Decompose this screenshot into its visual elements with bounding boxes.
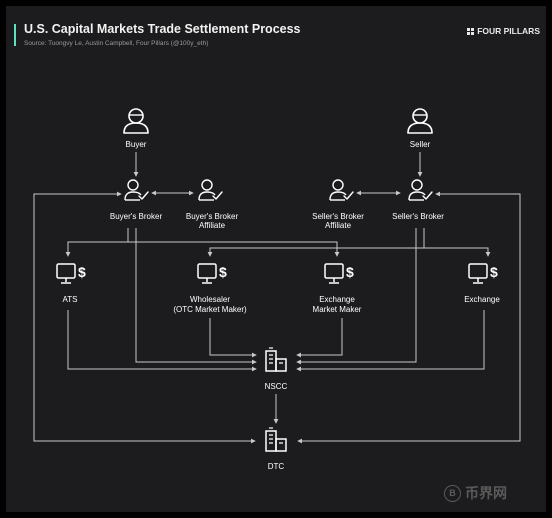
sellers-affiliate-user-check-icon — [329, 179, 354, 201]
label-sellers-broker: Seller's Broker — [392, 212, 444, 221]
watermark-logo-icon: B — [444, 484, 461, 502]
page-title: U.S. Capital Markets Trade Settlement Pr… — [24, 22, 301, 36]
label-wholesaler-line2: (OTC Market Maker) — [173, 305, 247, 314]
label-exchange-mm-line2: Market Maker — [313, 305, 362, 314]
edge-seller-dtc — [297, 191, 521, 444]
edge-ats-nscc — [67, 310, 257, 372]
label-exchange-mm-line1: Exchange — [319, 295, 355, 304]
edge-buyer-dtc — [33, 191, 256, 444]
label-buyer: Buyer — [126, 140, 147, 149]
node-wholesaler: Wholesaler (OTC Market Maker) — [173, 263, 247, 314]
label-buyers-affiliate-line2: Affiliate — [199, 221, 226, 230]
seller-user-icon — [407, 108, 433, 134]
page-subtitle: Source: Tuongvy Le, Austin Campbell, Fou… — [24, 40, 209, 47]
node-buyer: Buyer — [123, 108, 149, 149]
edge-seller-bus — [207, 228, 425, 257]
edge-exchange-nscc — [296, 310, 485, 372]
buyer-user-icon — [123, 108, 149, 134]
watermark: B 币界网 — [444, 483, 507, 503]
edge-seller-bus-right — [424, 247, 491, 257]
brand-logo: FOUR PILLARS — [467, 26, 540, 36]
label-buyers-broker: Buyer's Broker — [110, 212, 163, 221]
node-exchange: Exchange — [464, 263, 500, 304]
node-sellers-broker-affiliate: Seller's Broker Affiliate — [312, 179, 364, 230]
exchange-mm-monitor-dollar-icon — [324, 263, 355, 284]
diagram-card — [6, 6, 546, 512]
label-seller: Seller — [410, 140, 431, 149]
label-ats: ATS — [63, 295, 78, 304]
label-sellers-affiliate-line1: Seller's Broker — [312, 212, 364, 221]
sellers-broker-user-check-icon — [408, 179, 433, 201]
edge-seller-nscc — [296, 228, 417, 365]
node-seller: Seller — [407, 108, 433, 149]
node-buyers-broker: Buyer's Broker — [110, 179, 163, 221]
buyers-broker-user-check-icon — [124, 179, 149, 201]
label-exchange: Exchange — [464, 295, 500, 304]
label-buyers-affiliate-line1: Buyer's Broker — [186, 212, 239, 221]
label-nscc: NSCC — [265, 382, 288, 391]
watermark-text: 币界网 — [465, 485, 507, 501]
node-buyers-broker-affiliate: Buyer's Broker Affiliate — [186, 179, 239, 230]
nscc-building-icon — [265, 347, 287, 372]
edge-buyer-nscc — [135, 228, 257, 365]
edge-buyer-bus-right — [128, 241, 340, 257]
node-sellers-broker: Seller's Broker — [392, 179, 444, 221]
wholesaler-monitor-dollar-icon — [197, 263, 228, 284]
edge-wholesaler-nscc — [209, 318, 257, 358]
node-exchange-market-maker: Exchange Market Maker — [313, 263, 362, 314]
node-ats: ATS — [56, 263, 87, 304]
ats-monitor-dollar-icon — [56, 263, 87, 284]
dtc-building-icon — [265, 427, 287, 452]
node-nscc: NSCC — [265, 347, 288, 391]
edge-buyer-bus — [65, 228, 129, 257]
exchange-monitor-dollar-icon — [468, 263, 499, 284]
accent-bar — [14, 24, 16, 46]
node-dtc: DTC — [265, 427, 287, 471]
edge-exchange-mm-nscc — [296, 318, 343, 358]
four-pillars-icon — [467, 27, 475, 35]
brand-name: FOUR PILLARS — [477, 26, 540, 36]
label-dtc: DTC — [268, 462, 285, 471]
label-sellers-affiliate-line2: Affiliate — [325, 221, 352, 230]
label-wholesaler-line1: Wholesaler — [190, 295, 230, 304]
buyers-affiliate-user-check-icon — [198, 179, 223, 201]
